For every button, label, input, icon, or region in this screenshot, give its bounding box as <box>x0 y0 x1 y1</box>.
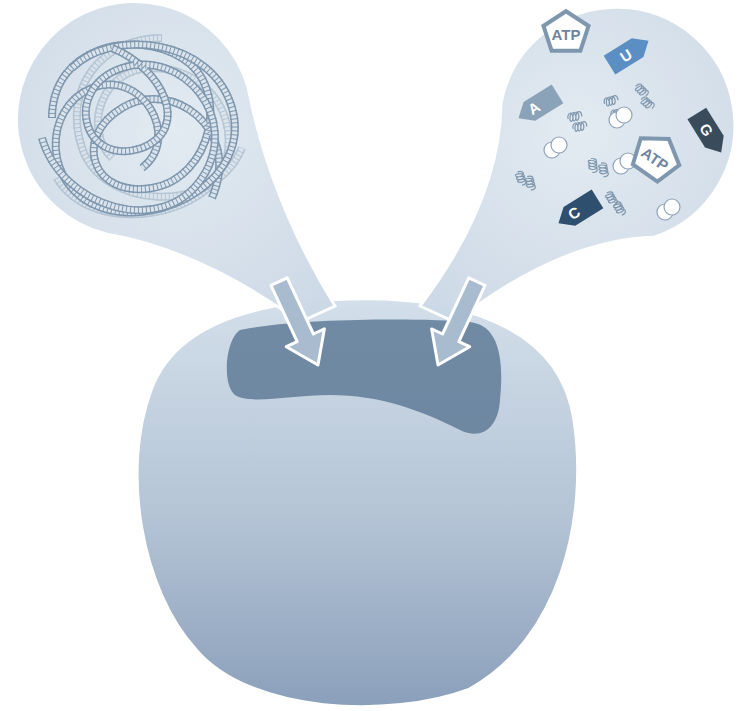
block-arrow <box>419 273 496 374</box>
block-arrow <box>260 273 337 374</box>
callout-balloon <box>17 2 335 322</box>
atp-pentagon: ATP <box>542 10 590 52</box>
node-shape <box>626 126 688 187</box>
cell-body <box>136 298 579 708</box>
node-shape <box>543 11 588 50</box>
dna-tangle <box>42 38 242 214</box>
node-label: ATP <box>552 27 581 42</box>
node-shape <box>513 84 564 127</box>
ribosome-beads <box>544 107 680 220</box>
node-shape <box>553 189 604 232</box>
node-shape <box>687 108 730 159</box>
callout-balloon <box>420 7 735 322</box>
node-shape <box>604 31 655 74</box>
